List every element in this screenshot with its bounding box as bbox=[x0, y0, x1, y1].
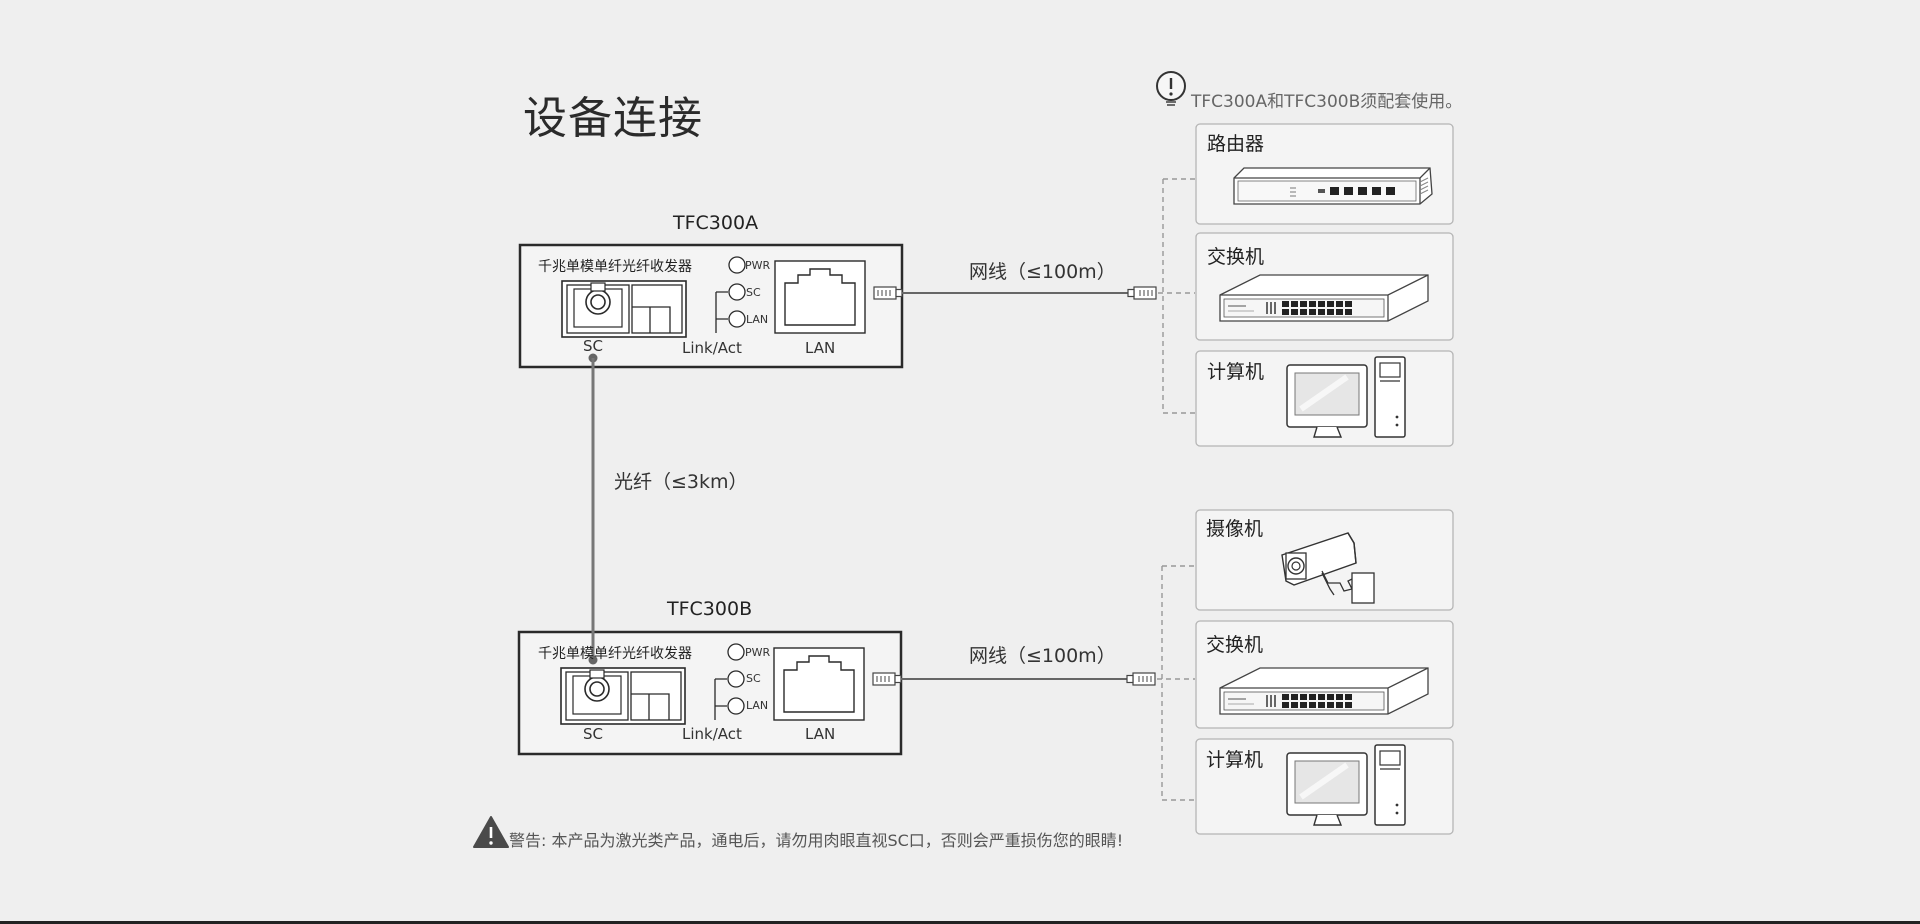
computer-illustration-b bbox=[1287, 745, 1405, 825]
transceiver-a-led-sc: SC bbox=[746, 286, 761, 299]
target-b-computer-label: 计算机 bbox=[1206, 749, 1264, 771]
switch-illustration-b bbox=[1219, 667, 1429, 715]
target-a-computer-label: 计算机 bbox=[1207, 361, 1265, 383]
fiber-cable bbox=[588, 353, 598, 665]
network-cable-a bbox=[873, 178, 1195, 414]
switch-illustration-a bbox=[1219, 274, 1429, 322]
transceiver-b-port-sc: SC bbox=[583, 725, 603, 743]
target-a-switch-label: 交换机 bbox=[1207, 246, 1265, 268]
transceiver-a-led-lan: LAN bbox=[746, 313, 769, 326]
exclamation-circle-icon bbox=[1156, 71, 1186, 106]
fiber-label: 光纤（≤3km） bbox=[614, 471, 748, 493]
laser-warning: 警告: 本产品为激光类产品，通电后，请勿用肉眼直视SC口，否则会严重损伤您的眼睛… bbox=[509, 831, 1124, 850]
transceiver-a-port-lan: LAN bbox=[805, 339, 836, 357]
camera-illustration bbox=[1281, 532, 1375, 604]
warning-triangle-icon bbox=[473, 816, 509, 848]
transceiver-b-port-link: Link/Act bbox=[682, 725, 742, 743]
transceiver-a-model: TFC300A bbox=[673, 212, 759, 234]
cable-label-b: 网线（≤100m） bbox=[969, 645, 1116, 667]
router-illustration bbox=[1233, 167, 1433, 205]
target-boxes bbox=[1195, 123, 1454, 835]
transceiver-b-led-lan: LAN bbox=[746, 699, 769, 712]
transceiver-a-name: 千兆单模单纤光纤收发器 bbox=[538, 259, 692, 275]
transceiver-b-led-sc: SC bbox=[746, 672, 761, 685]
network-cable-b bbox=[872, 565, 1195, 801]
transceiver-b-led-pwr: PWR bbox=[745, 646, 771, 659]
transceiver-b-model: TFC300B bbox=[667, 598, 753, 620]
cable-label-a: 网线（≤100m） bbox=[969, 261, 1116, 283]
page-title: 设备连接 bbox=[523, 93, 703, 144]
target-b-camera-label: 摄像机 bbox=[1206, 518, 1264, 540]
transceiver-a-port-link: Link/Act bbox=[682, 339, 742, 357]
pairing-note: TFC300A和TFC300B须配套使用。 bbox=[1191, 92, 1463, 112]
computer-illustration-a bbox=[1287, 357, 1405, 437]
transceiver-a-led-pwr: PWR bbox=[745, 259, 771, 272]
transceiver-b-port-lan: LAN bbox=[805, 725, 836, 743]
bottom-border bbox=[0, 921, 1920, 924]
target-a-router-label: 路由器 bbox=[1207, 133, 1265, 155]
target-b-switch-label: 交换机 bbox=[1206, 634, 1264, 656]
transceiver-b-name: 千兆单模单纤光纤收发器 bbox=[538, 646, 692, 662]
transceiver-a-port-sc: SC bbox=[583, 337, 603, 355]
